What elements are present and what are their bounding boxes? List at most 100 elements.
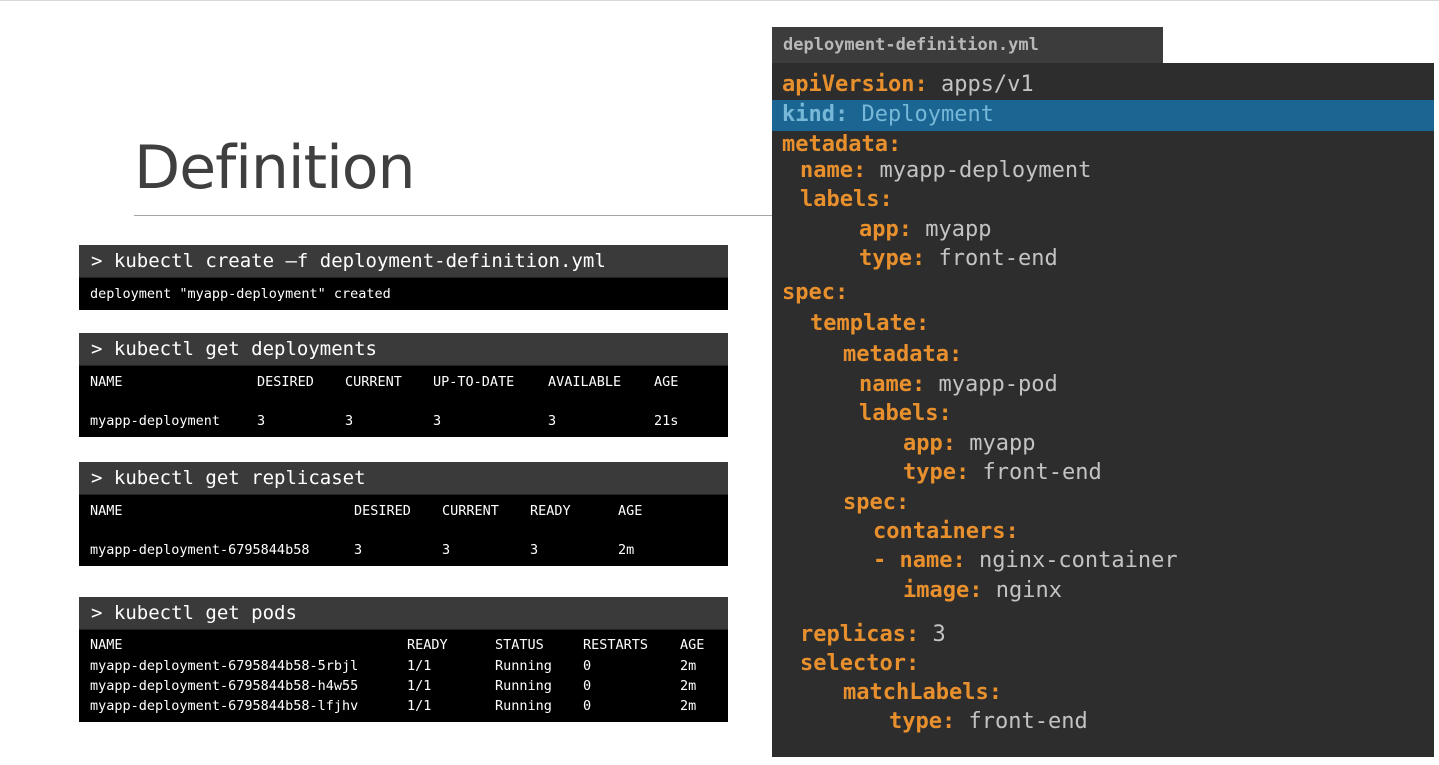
table-cell: myapp-deployment-6795844b58-5rbjl — [90, 658, 359, 674]
table-cell: myapp-deployment — [90, 413, 221, 429]
table-cell: myapp-deployment-6795844b58-lfjhv — [90, 698, 359, 714]
yaml-value: front-end — [969, 460, 1102, 485]
yaml-key: metadata: — [843, 342, 963, 367]
terminal-get-deployments: > kubectl get deployments NAME DESIRED C… — [79, 333, 728, 437]
table-cell: 0 — [583, 698, 592, 714]
yaml-line-highlighted: kind: Deployment — [782, 100, 994, 130]
terminal-output: NAME DESIRED CURRENT UP-TO-DATE AVAILABL… — [79, 366, 728, 437]
yaml-line: matchLabels: — [843, 678, 1002, 708]
yaml-key: labels: — [859, 401, 952, 426]
yaml-key: template: — [810, 311, 930, 336]
terminal-command: > kubectl get pods — [79, 597, 728, 630]
yaml-value: myapp — [911, 217, 992, 242]
yaml-key: apiVersion: — [782, 72, 928, 97]
yaml-key: spec: — [843, 490, 910, 515]
table-cell: 0 — [583, 678, 592, 694]
yaml-line: replicas: 3 — [800, 620, 946, 650]
yaml-line: metadata: — [843, 340, 962, 370]
column-header: AGE — [618, 503, 643, 519]
yaml-line: spec: — [843, 488, 909, 518]
yaml-value: myapp — [955, 431, 1036, 456]
table-cell: 3 — [442, 542, 451, 558]
terminal-command: > kubectl create –f deployment-definitio… — [79, 245, 728, 278]
table-cell: Running — [495, 658, 552, 674]
yaml-key: containers: — [873, 519, 1019, 544]
terminal-get-pods: > kubectl get pods NAME READY STATUS RES… — [79, 597, 728, 722]
table-cell: 1/1 — [407, 678, 432, 694]
yaml-value: apps/v1 — [927, 72, 1034, 97]
table-cell: myapp-deployment-6795844b58 — [90, 542, 310, 558]
yaml-key: metadata: — [782, 132, 902, 157]
yaml-key: name: — [800, 158, 867, 183]
yaml-value: 3 — [919, 622, 946, 647]
table-cell: 3 — [548, 413, 557, 429]
yaml-line: spec: — [782, 278, 848, 308]
yaml-key: app: — [859, 217, 912, 242]
column-header: AGE — [680, 637, 705, 653]
yaml-value: Deployment — [848, 102, 994, 127]
yaml-line: app: myapp — [903, 429, 1035, 459]
output-line: deployment "myapp-deployment" created — [90, 286, 391, 302]
top-rule — [0, 0, 1439, 1]
column-header: NAME — [90, 637, 123, 653]
table-cell: 3 — [433, 413, 442, 429]
yaml-line: name: myapp-pod — [859, 370, 1058, 400]
yaml-line: labels: — [800, 185, 893, 215]
table-cell: 1/1 — [407, 658, 432, 674]
table-cell: myapp-deployment-6795844b58-h4w55 — [90, 678, 359, 694]
table-cell: 3 — [257, 413, 266, 429]
yaml-line: app: myapp — [859, 215, 991, 245]
column-header: RESTARTS — [583, 637, 649, 653]
yaml-key: type: — [889, 709, 956, 734]
column-header: UP-TO-DATE — [433, 374, 515, 390]
table-cell: 3 — [345, 413, 354, 429]
yaml-key: kind: — [782, 102, 849, 127]
yaml-editor — [772, 63, 1434, 757]
column-header: AGE — [654, 374, 679, 390]
terminal-output: deployment "myapp-deployment" created — [79, 278, 728, 310]
terminal-get-replicaset: > kubectl get replicaset NAME DESIRED CU… — [79, 462, 728, 566]
terminal-command: > kubectl get replicaset — [79, 462, 728, 495]
yaml-value: myapp-deployment — [866, 158, 1092, 183]
terminal-create: > kubectl create –f deployment-definitio… — [79, 245, 728, 310]
highlighted-line-bar — [772, 100, 1434, 131]
table-cell: 21s — [654, 413, 679, 429]
yaml-key: - name: — [873, 548, 966, 573]
yaml-line: containers: — [873, 517, 1019, 547]
yaml-line: apiVersion: apps/v1 — [782, 70, 1034, 100]
yaml-key: image: — [903, 578, 983, 603]
column-header: DESIRED — [354, 503, 411, 519]
yaml-key: selector: — [800, 651, 920, 676]
yaml-value: front-end — [955, 709, 1088, 734]
yaml-value: nginx — [982, 578, 1062, 603]
yaml-line: template: — [810, 309, 929, 339]
yaml-line: name: myapp-deployment — [800, 156, 1091, 186]
column-header: DESIRED — [257, 374, 314, 390]
column-header: AVAILABLE — [548, 374, 622, 390]
table-cell: 2m — [680, 698, 697, 714]
table-cell: 2m — [680, 658, 697, 674]
yaml-line: image: nginx — [903, 576, 1062, 606]
table-cell: Running — [495, 678, 552, 694]
column-header: STATUS — [495, 637, 544, 653]
yaml-key: replicas: — [800, 622, 920, 647]
yaml-line: - name: nginx-container — [873, 546, 1178, 576]
table-cell: 3 — [530, 542, 539, 558]
yaml-key: name: — [859, 372, 926, 397]
yaml-value: nginx-container — [965, 548, 1178, 573]
table-cell: 2m — [618, 542, 635, 558]
slide-title: Definition — [134, 133, 416, 203]
table-cell: 2m — [680, 678, 697, 694]
column-header: READY — [530, 503, 571, 519]
table-cell: Running — [495, 698, 552, 714]
yaml-key: spec: — [782, 280, 849, 305]
yaml-line: type: front-end — [859, 244, 1058, 274]
table-cell: 0 — [583, 658, 592, 674]
yaml-line: metadata: — [782, 130, 901, 160]
yaml-value: front-end — [925, 246, 1058, 271]
yaml-key: type: — [859, 246, 926, 271]
file-tab[interactable]: deployment-definition.yml — [772, 27, 1163, 63]
yaml-key: app: — [903, 431, 956, 456]
yaml-line: labels: — [859, 399, 952, 429]
yaml-key: matchLabels: — [843, 680, 1002, 705]
